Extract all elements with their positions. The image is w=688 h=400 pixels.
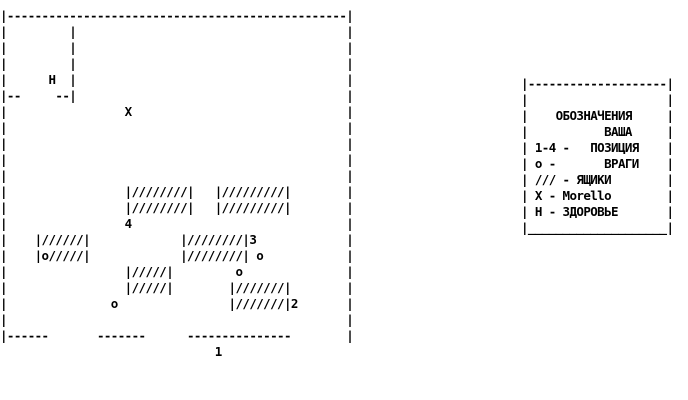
game-map: |---------------------------------------… [0, 8, 354, 360]
map-row: | | [0, 168, 354, 183]
map-row: | |/////| o | [0, 264, 354, 279]
legend-item-enemies: | o - ВРАГИ | [521, 156, 674, 171]
legend-row: |____________________| [521, 220, 674, 235]
map-row: | | | [0, 24, 354, 39]
map-row: | X | [0, 104, 354, 119]
legend-row: | | [521, 92, 674, 107]
map-row: |------ ------- --------------- | [0, 328, 354, 343]
map-row: | |/////| |///////| | [0, 280, 354, 295]
map-row: | | [0, 120, 354, 135]
map-row: | | [0, 152, 354, 167]
map-row: | H | | [0, 72, 354, 87]
map-row: | 4 | [0, 216, 354, 231]
legend-item-position: | 1-4 - ПОЗИЦИЯ | [521, 140, 674, 155]
map-row: |---------------------------------------… [0, 8, 354, 23]
legend-row: | ВАША | [521, 124, 674, 139]
legend-item-morello: | X - Morello | [521, 188, 674, 203]
map-row: | | [0, 136, 354, 151]
legend-item-crates: | /// - ЯЩИКИ | [521, 172, 674, 187]
legend-item-health: | H - ЗДОРОВЬЕ | [521, 204, 674, 219]
map-row: 1 [0, 344, 354, 359]
legend-title: | ОБОЗНАЧЕНИЯ | [521, 108, 674, 123]
map-row: |-- --| | [0, 88, 354, 103]
map-row: | | [0, 312, 354, 327]
map-row: | |//////| |////////|3 | [0, 232, 354, 247]
legend-box: |--------------------|| || ОБОЗНАЧЕНИЯ |… [521, 76, 674, 236]
legend-row: |--------------------| [521, 76, 674, 91]
map-grid: |---------------------------------------… [0, 8, 354, 360]
legend-grid: |--------------------|| || ОБОЗНАЧЕНИЯ |… [521, 76, 674, 236]
map-row: | o |///////|2 | [0, 296, 354, 311]
map-row: | |////////| |/////////| | [0, 184, 354, 199]
map-row: | | | [0, 40, 354, 55]
map-row: | |////////| |/////////| | [0, 200, 354, 215]
map-row: | | | [0, 56, 354, 71]
map-row: | |o/////| |////////| o | [0, 248, 354, 263]
